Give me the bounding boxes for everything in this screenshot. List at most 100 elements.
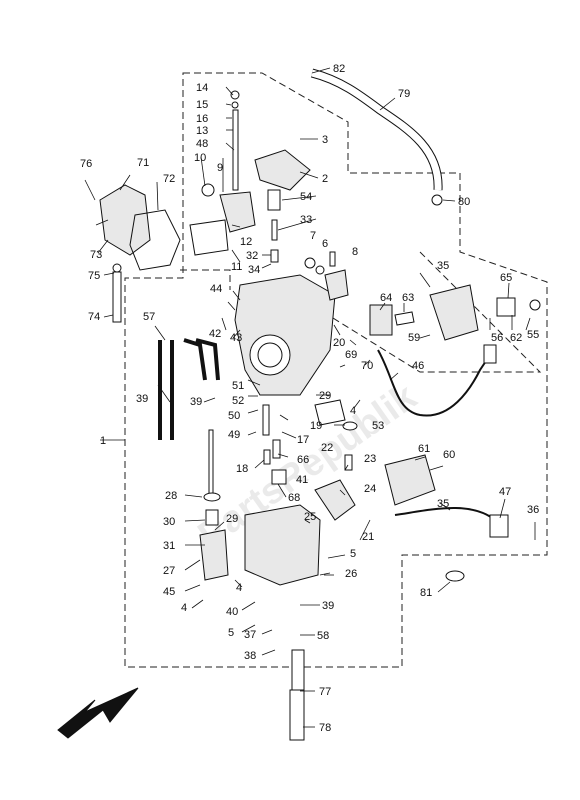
float-bowl-drain: [291, 649, 305, 691]
callout-60: 60: [443, 449, 455, 461]
callout-72: 72: [163, 173, 175, 185]
callout-4a: 4: [350, 405, 356, 417]
callout-46: 46: [412, 360, 424, 372]
callout-19: 19: [310, 420, 322, 432]
front-direction-arrow: [57, 687, 139, 739]
callout-23: 23: [364, 453, 376, 465]
callout-31: 31: [163, 540, 175, 552]
callout-25: 25: [304, 511, 316, 523]
callout-16: 16: [196, 113, 208, 125]
callout-63: 63: [402, 292, 414, 304]
diaphragm-cover: [254, 149, 311, 191]
callout-78: 78: [319, 722, 331, 734]
callout-35b: 35: [437, 498, 449, 510]
callout-10: 10: [194, 152, 206, 164]
callout-39b: 39: [190, 396, 202, 408]
jet-needle-rod: [232, 109, 239, 191]
callout-32: 32: [246, 250, 258, 262]
callout-11: 11: [231, 261, 242, 273]
callout-5b: 5: [228, 627, 234, 639]
callout-17: 17: [297, 434, 309, 446]
callout-4b: 4: [181, 602, 187, 614]
sensor-bracket: [429, 284, 479, 341]
callout-51: 51: [232, 380, 244, 392]
callout-29a: 29: [319, 390, 331, 402]
callout-27: 27: [163, 565, 175, 577]
callout-73: 73: [90, 249, 102, 261]
callout-66: 66: [297, 454, 309, 466]
callout-14: 14: [196, 82, 208, 94]
callout-2: 2: [322, 173, 328, 185]
sub-assembly-boundary: [180, 251, 542, 373]
callout-1: 1: [100, 435, 106, 447]
vent-tubes: [158, 338, 220, 440]
callout-41: 41: [296, 474, 308, 486]
carburetor-body: [234, 274, 336, 396]
sensor-wire-harness: [377, 349, 491, 417]
throttle-shaft: [112, 271, 122, 323]
throttle-position-sensor: [369, 304, 393, 336]
callout-75: 75: [88, 270, 100, 282]
callout-43: 43: [230, 332, 242, 344]
callout-3: 3: [322, 134, 328, 146]
cover-gasket: [129, 209, 181, 271]
accelerator-pump: [199, 529, 229, 581]
callout-39a: 39: [136, 393, 148, 405]
float-arm: [314, 479, 356, 521]
hose-fitting: [267, 189, 281, 211]
callout-6: 6: [322, 238, 328, 250]
callout-65: 65: [500, 272, 512, 284]
callout-34: 34: [248, 264, 260, 276]
callout-50: 50: [228, 410, 240, 422]
callout-35a: 35: [437, 260, 449, 272]
callout-54: 54: [300, 191, 312, 203]
callout-13: 13: [196, 125, 208, 137]
callout-80: 80: [458, 196, 470, 208]
callout-74: 74: [88, 311, 100, 323]
callout-20: 20: [333, 337, 345, 349]
callout-62: 62: [510, 332, 522, 344]
callout-45: 45: [163, 586, 175, 598]
throttle-plate: [189, 219, 229, 256]
callout-82: 82: [333, 63, 345, 75]
callout-29b: 29: [226, 513, 238, 525]
callout-21: 21: [362, 531, 374, 543]
callout-37: 37: [244, 629, 256, 641]
callout-68: 68: [288, 492, 300, 504]
callout-9: 9: [217, 162, 223, 174]
callout-79: 79: [398, 88, 410, 100]
callout-76: 76: [80, 158, 92, 170]
callout-28: 28: [165, 490, 177, 502]
callout-56: 56: [491, 332, 503, 344]
callout-55: 55: [527, 329, 539, 341]
callout-12: 12: [240, 236, 252, 248]
callout-64: 64: [380, 292, 392, 304]
leader-lines: [84, 67, 536, 728]
callout-44: 44: [210, 283, 222, 295]
callout-36: 36: [527, 504, 539, 516]
assembly-boundary: [124, 72, 548, 668]
throttle-arm: [324, 269, 349, 301]
callout-7: 7: [310, 230, 316, 242]
float-chamber: [244, 504, 321, 586]
hose-clip: [445, 570, 465, 582]
hose-clamp: [431, 194, 443, 206]
heater-unit: [384, 454, 436, 506]
callout-57: 57: [143, 311, 155, 323]
callout-8: 8: [352, 246, 358, 258]
callout-26: 26: [345, 568, 357, 580]
callout-59: 59: [408, 332, 420, 344]
callout-48: 48: [196, 138, 208, 150]
callout-42: 42: [209, 328, 221, 340]
callout-69: 69: [345, 349, 357, 361]
callout-70: 70: [361, 360, 373, 372]
callout-22: 22: [321, 442, 333, 454]
callout-5a: 5: [350, 548, 356, 560]
callout-24: 24: [364, 483, 376, 495]
fuel-hose: [310, 68, 443, 191]
callout-47: 47: [499, 486, 511, 498]
callout-30: 30: [163, 516, 175, 528]
callout-52: 52: [232, 395, 244, 407]
callout-38: 38: [244, 650, 256, 662]
